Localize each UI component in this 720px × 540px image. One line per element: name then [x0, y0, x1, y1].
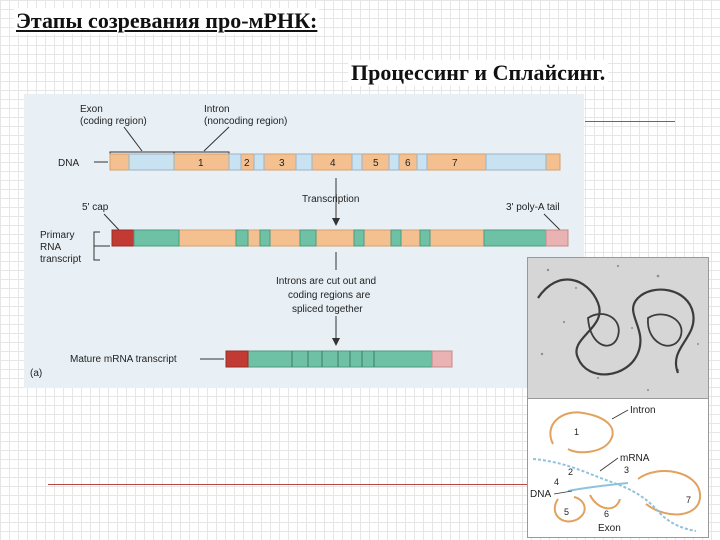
polya-pointer	[543, 213, 561, 231]
mrna-leader	[599, 457, 619, 472]
schematic-exon-label: Exon	[598, 523, 621, 534]
intron-number-1: 1	[198, 158, 204, 169]
slide-subtitle: Процессинг и Сплайсинг.	[348, 60, 609, 86]
intron-number-3: 3	[279, 158, 285, 169]
primary-bracket	[93, 231, 110, 261]
primary-label-rna: RNA	[40, 242, 61, 253]
panel-label-a: (a)	[30, 368, 42, 379]
intron-number-7: 7	[452, 158, 458, 169]
dna-strand	[567, 482, 629, 492]
dna-bar	[109, 153, 561, 171]
primary-label: Primary	[40, 230, 74, 241]
slide-title: Этапы созревания про-мРНК:	[14, 8, 320, 34]
polya-label: 3' poly-A tail	[506, 202, 560, 213]
transcription-label: Transcription	[302, 194, 359, 205]
five-cap-label: 5' cap	[82, 202, 109, 213]
rloop-schematic: Intron mRNA DNA Exon 1 2 3 4 5 6 7	[527, 398, 709, 538]
mrna-strand	[532, 458, 697, 532]
exon-pointer	[123, 126, 143, 152]
intron-number-6: 6	[405, 158, 411, 169]
intron-number-4: 4	[330, 158, 336, 169]
schematic-dna-label: DNA	[530, 489, 551, 500]
primary-label-transcript: transcript	[40, 254, 81, 265]
splicing-diagram: Exon (coding region) Intron (noncoding r…	[24, 94, 584, 388]
loop-number-2: 2	[568, 467, 573, 477]
intron-pointer	[203, 126, 230, 152]
loop-number-5: 5	[564, 507, 569, 517]
bottom-rule	[48, 484, 528, 485]
primary-rna-bar	[111, 229, 569, 247]
intron-label: Intron	[204, 104, 230, 115]
intron-label-sub: (noncoding region)	[204, 116, 287, 127]
dna-leader-b	[553, 490, 573, 495]
splice-label-line1: Introns are cut out and	[276, 276, 376, 287]
dna-label: DNA	[58, 158, 79, 169]
schematic-intron-label: Intron	[630, 405, 656, 416]
electron-micrograph	[527, 257, 709, 399]
five-cap-pointer	[103, 213, 120, 231]
subtitle-underline	[585, 121, 675, 122]
mature-label: Mature mRNA transcript	[70, 354, 177, 365]
exon-label-sub: (coding region)	[80, 116, 147, 127]
transcription-arrowhead	[332, 218, 340, 226]
intron-number-2: 2	[244, 158, 250, 169]
loop-number-6: 6	[604, 509, 609, 519]
micrograph-loop-2	[647, 313, 683, 347]
intron-loop-5	[553, 496, 586, 523]
micrograph-loop	[587, 313, 620, 347]
splice-label-line3: spliced together	[292, 304, 363, 315]
intron-loop-7	[637, 470, 702, 516]
intron-leader	[611, 409, 629, 420]
loop-number-4: 4	[554, 477, 559, 487]
loop-number-1: 1	[574, 427, 579, 437]
intron-loop-1	[549, 411, 614, 454]
intron-loop-6	[589, 494, 621, 510]
intron-number-5: 5	[373, 158, 379, 169]
loop-number-3: 3	[624, 465, 629, 475]
loop-number-7: 7	[686, 495, 691, 505]
micrograph-strand	[537, 278, 695, 376]
mature-mrna-bar	[225, 350, 453, 368]
splice-label-line2: coding regions are	[288, 290, 371, 301]
exon-label: Exon	[80, 104, 103, 115]
schematic-mrna-label: mRNA	[620, 453, 650, 464]
splice-arrowhead	[332, 338, 340, 346]
